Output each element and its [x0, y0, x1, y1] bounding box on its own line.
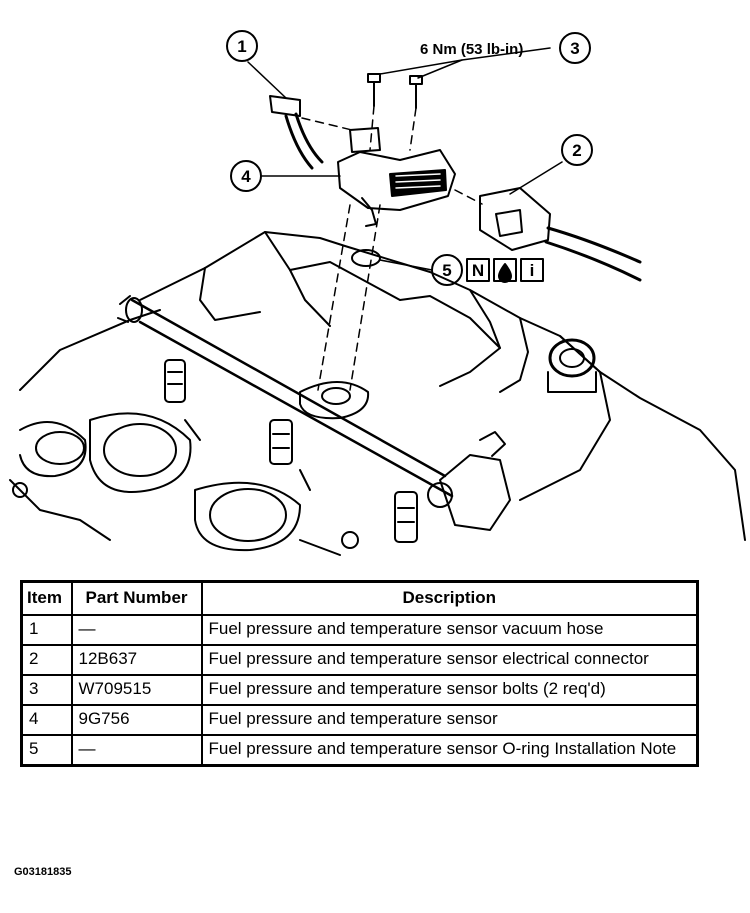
parts-table: Item Part Number Description 1 — Fuel pr…: [20, 580, 699, 767]
header-item: Item: [20, 580, 73, 616]
row-part-number: —: [70, 734, 203, 767]
callout-5-circle: [431, 254, 463, 286]
callout-1: 1: [237, 37, 246, 56]
info-symbol-box: [520, 258, 544, 282]
row-item: 1: [20, 614, 73, 646]
row-description: Fuel pressure and temperature sensor: [200, 704, 699, 736]
oil-drop-icon: [498, 263, 512, 283]
info-icon: i: [530, 261, 535, 280]
assembly-lines: [301, 105, 483, 391]
fuel-rail: [117, 295, 454, 498]
row-item: 4: [20, 704, 73, 736]
row-item: 3: [20, 674, 73, 706]
callout-2: 2: [572, 141, 581, 160]
header-part-number: Part Number: [70, 580, 203, 616]
pressure-regulator: [427, 431, 511, 531]
intake-ports: [9, 412, 359, 556]
new-part-symbol-box: [466, 258, 490, 282]
engine-illustration: 1 2 3 4 5 6 Nm (53 lb-in) N i: [9, 30, 746, 556]
header-description: Description: [200, 580, 699, 616]
row-item: 2: [20, 644, 73, 676]
callout-3: 3: [570, 39, 579, 58]
vacuum-hose: [269, 95, 324, 170]
row-description: Fuel pressure and temperature sensor ele…: [200, 644, 699, 676]
sensor-bolts: [367, 73, 423, 109]
row-description: Fuel pressure and temperature sensor bol…: [200, 674, 699, 706]
callout-1-circle: [226, 30, 258, 62]
callout-2-circle: [561, 134, 593, 166]
engine-cover: [19, 231, 746, 541]
callout-4-circle: [230, 160, 262, 192]
figure-id: G03181835: [14, 866, 72, 878]
table-row: 4 9G756 Fuel pressure and temperature se…: [20, 704, 699, 736]
row-part-number: 12B637: [70, 644, 203, 676]
fuel-pressure-sensor: [337, 127, 456, 227]
row-item: 5: [20, 734, 73, 767]
row-description: Fuel pressure and temperature sensor O-r…: [200, 734, 699, 767]
new-part-symbol: N: [472, 261, 484, 280]
row-part-number: 9G756: [70, 704, 203, 736]
sensor-mount-boss: [299, 381, 370, 420]
fuel-injectors: [164, 359, 418, 543]
row-part-number: W709515: [70, 674, 203, 706]
callout-5: 5: [442, 261, 451, 280]
torque-spec: 6 Nm (53 lb-in): [420, 41, 523, 58]
callout-4: 4: [241, 167, 251, 186]
leader-lines: [247, 47, 563, 271]
table-row: 1 — Fuel pressure and temperature sensor…: [20, 614, 699, 646]
row-part-number: —: [70, 614, 203, 646]
callout-3-circle: [559, 32, 591, 64]
row-description: Fuel pressure and temperature sensor vac…: [200, 614, 699, 646]
table-row: 5 — Fuel pressure and temperature sensor…: [20, 734, 699, 767]
table-row: 3 W709515 Fuel pressure and temperature …: [20, 674, 699, 706]
table-header-row: Item Part Number Description: [20, 580, 699, 616]
o-ring: [351, 249, 381, 267]
oil-filler-cap: [547, 338, 597, 393]
table-row: 2 12B637 Fuel pressure and temperature s…: [20, 644, 699, 676]
